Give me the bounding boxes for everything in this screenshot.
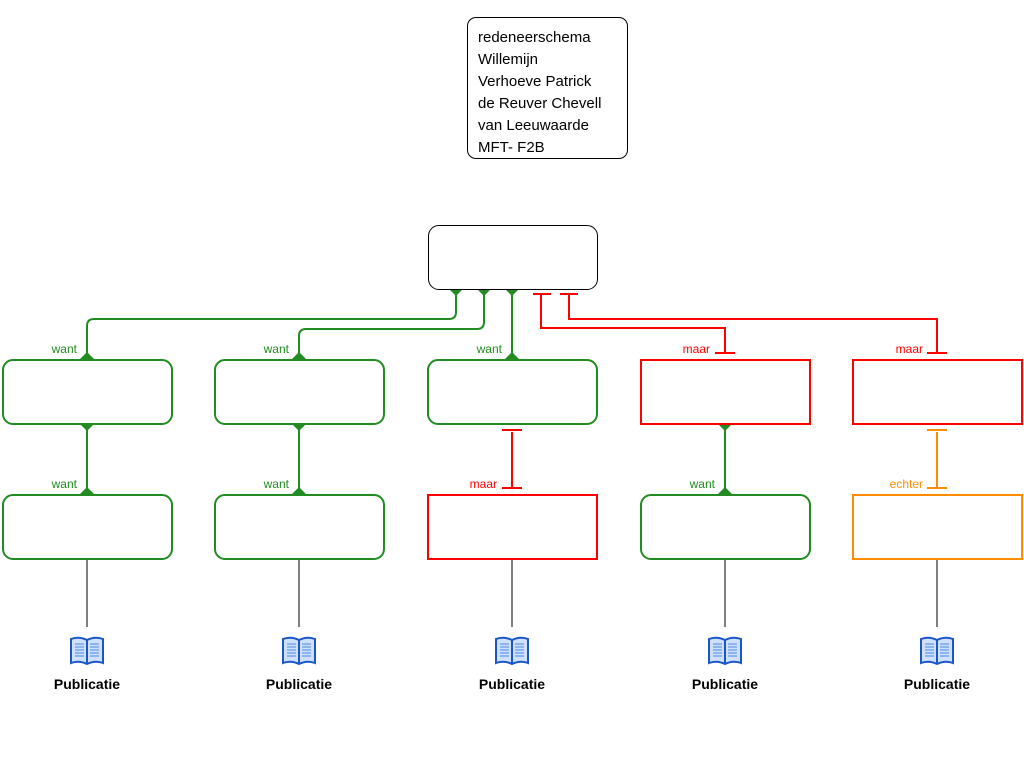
book-icon[interactable] (69, 636, 105, 671)
publication-label: Publicatie (903, 676, 971, 692)
connector-main-to-c4 (533, 293, 735, 354)
argument-box-3[interactable] (427, 359, 598, 425)
title-line: redeneerschema (478, 29, 591, 46)
connector-main-to-c2 (298, 289, 485, 359)
connector-label: want (51, 477, 77, 491)
title-line: de Reuver Chevell (478, 95, 602, 112)
connector-c3-row2 (502, 429, 522, 489)
connector-label: maar (682, 342, 710, 356)
book-icon[interactable] (494, 636, 530, 671)
publication-links (86, 558, 938, 627)
argument-box-1[interactable] (2, 359, 173, 425)
objection-box-3[interactable] (427, 494, 598, 560)
title-line: van Leeuwaarde (478, 117, 589, 134)
connector-label: maar (469, 477, 497, 491)
publication-label: Publicatie (265, 676, 333, 692)
publication-label: Publicatie (478, 676, 546, 692)
title-line: MFT- F2B (478, 139, 545, 156)
sub-argument-box-2[interactable] (214, 494, 385, 560)
connector-main-to-c5 (560, 293, 947, 354)
argument-box-2[interactable] (214, 359, 385, 425)
sub-argument-box-4[interactable] (640, 494, 811, 560)
sub-argument-box-1[interactable] (2, 494, 173, 560)
title-line: Verhoeve Patrick (478, 73, 592, 90)
objection-box-4[interactable] (640, 359, 811, 425)
title-box: redeneerschema Willemijn Verhoeve Patric… (467, 17, 628, 159)
connector-label: want (263, 342, 289, 356)
book-icon[interactable] (919, 636, 955, 671)
publication-label: Publicatie (53, 676, 121, 692)
book-icon[interactable] (707, 636, 743, 671)
connector-label: want (51, 342, 77, 356)
publication-label: Publicatie (691, 676, 759, 692)
connector-label: maar (895, 342, 923, 356)
title-line: Willemijn (478, 51, 538, 68)
connector-label: want (263, 477, 289, 491)
connector-c5-row2 (927, 429, 947, 489)
connector-label: want (476, 342, 502, 356)
connector-label: want (689, 477, 715, 491)
connector-label: echter (889, 477, 923, 491)
objection-box-5[interactable] (852, 359, 1023, 425)
connector-main-to-c1 (86, 289, 457, 359)
book-icon[interactable] (281, 636, 317, 671)
support-joints (80, 289, 732, 494)
rebuttal-box-5[interactable] (852, 494, 1023, 560)
main-claim-box[interactable] (428, 225, 598, 290)
